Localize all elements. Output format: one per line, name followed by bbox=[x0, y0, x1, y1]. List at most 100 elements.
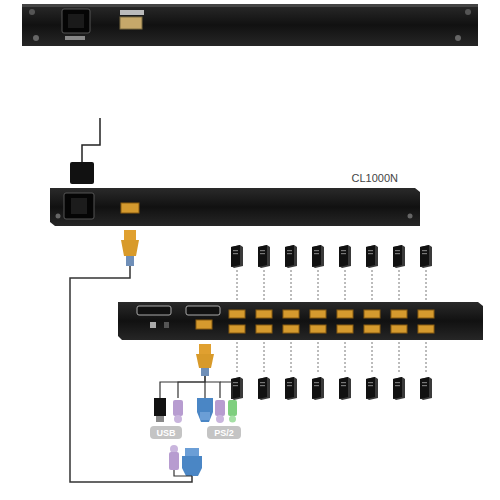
computer-icon bbox=[393, 377, 405, 400]
vga-port bbox=[120, 17, 142, 29]
panel-edge bbox=[22, 4, 478, 7]
power-plug bbox=[70, 162, 94, 184]
ps2-plug bbox=[228, 400, 237, 416]
switch bbox=[150, 322, 156, 328]
computers bbox=[231, 245, 432, 400]
cpu-cable bbox=[291, 342, 292, 374]
cpu-port bbox=[310, 325, 326, 333]
cpu-port bbox=[229, 310, 245, 318]
cable bbox=[160, 376, 205, 398]
usb-plug bbox=[154, 398, 166, 416]
ground-screw bbox=[33, 35, 39, 41]
vga-plug-face bbox=[200, 412, 210, 420]
screw bbox=[56, 214, 61, 219]
power-jack bbox=[164, 322, 169, 328]
computer-icon bbox=[285, 245, 297, 268]
cpu-port bbox=[337, 325, 353, 333]
cable bbox=[174, 470, 192, 476]
cpu-port bbox=[310, 310, 326, 318]
computer-icon bbox=[420, 245, 432, 268]
power-cord bbox=[82, 118, 100, 162]
cpu-cable bbox=[399, 342, 400, 374]
cpu-cable bbox=[372, 270, 373, 300]
vga-port bbox=[121, 203, 139, 213]
cpu-cable bbox=[345, 270, 346, 300]
cpu-cable bbox=[399, 270, 400, 300]
db25-port bbox=[186, 306, 220, 315]
cpu-port bbox=[364, 325, 380, 333]
cpu-port bbox=[229, 325, 245, 333]
ps2-plug bbox=[169, 452, 179, 470]
cpu-cable bbox=[426, 342, 427, 374]
screw bbox=[465, 9, 471, 15]
db25-port bbox=[137, 306, 171, 315]
computer-icon bbox=[258, 245, 270, 268]
rating-sticker bbox=[65, 36, 85, 40]
ps2-plug-tip bbox=[216, 415, 224, 423]
kvm-switch bbox=[118, 302, 483, 340]
computer-icon bbox=[366, 377, 378, 400]
port-sticker bbox=[120, 10, 144, 15]
rear-panel-photo bbox=[22, 4, 478, 46]
vga-connector bbox=[196, 354, 214, 368]
cable bbox=[205, 382, 220, 398]
screw bbox=[455, 35, 461, 41]
cpu-port bbox=[283, 310, 299, 318]
cpu-cable bbox=[318, 342, 319, 374]
cpu-port bbox=[391, 325, 407, 333]
cable bbox=[70, 266, 192, 482]
computer-icon bbox=[420, 377, 432, 400]
ps2-plug-tip bbox=[174, 415, 182, 423]
computer-icon bbox=[393, 245, 405, 268]
cpu-port bbox=[364, 310, 380, 318]
screw bbox=[29, 9, 35, 15]
cpu-cable bbox=[345, 342, 346, 374]
ps2-plug-tip bbox=[229, 416, 236, 423]
computer-icon bbox=[231, 245, 243, 268]
port-label-box: PS/2 bbox=[207, 426, 241, 439]
cpu-cable bbox=[372, 342, 373, 374]
cpu-cable bbox=[426, 270, 427, 300]
computer-icon bbox=[339, 377, 351, 400]
cable bbox=[178, 382, 205, 398]
node-text: PS/2 bbox=[214, 428, 234, 438]
cpu-cable bbox=[318, 270, 319, 300]
power-socket bbox=[64, 193, 94, 219]
cpu-port bbox=[256, 310, 272, 318]
console-unit: CL1000N bbox=[50, 172, 420, 228]
computer-icon bbox=[285, 377, 297, 400]
cable bbox=[220, 382, 232, 398]
vga-connector bbox=[121, 240, 139, 256]
cpu-cable bbox=[291, 270, 292, 300]
cpu-cable bbox=[237, 342, 238, 374]
computer-icon bbox=[312, 377, 324, 400]
computer-icon bbox=[258, 377, 270, 400]
node-text: USB bbox=[156, 428, 175, 438]
cpu-port bbox=[256, 325, 272, 333]
ps2-plug-tip bbox=[170, 445, 178, 453]
computer-icon bbox=[231, 377, 243, 400]
ps2-plug bbox=[215, 400, 225, 416]
cpu-port bbox=[418, 325, 434, 333]
computer-icon bbox=[312, 245, 324, 268]
vga-connector bbox=[124, 230, 136, 240]
power-socket bbox=[62, 9, 90, 33]
screw bbox=[408, 214, 413, 219]
vga-connector bbox=[199, 344, 211, 354]
power-socket-inner bbox=[68, 14, 84, 28]
computer-icon bbox=[339, 245, 351, 268]
panel-body bbox=[22, 4, 478, 46]
vga-port bbox=[196, 320, 212, 329]
cpu-port bbox=[337, 310, 353, 318]
cpu-cable bbox=[237, 270, 238, 300]
computers-top bbox=[237, 270, 426, 374]
power-socket-inner bbox=[71, 198, 87, 214]
cpu-port bbox=[391, 310, 407, 318]
console-rear bbox=[50, 188, 420, 226]
vga-plug bbox=[197, 398, 213, 422]
vga-plug-face bbox=[185, 448, 199, 456]
cpu-cable bbox=[264, 270, 265, 300]
cpu-port bbox=[283, 325, 299, 333]
connector-boot bbox=[201, 368, 209, 376]
